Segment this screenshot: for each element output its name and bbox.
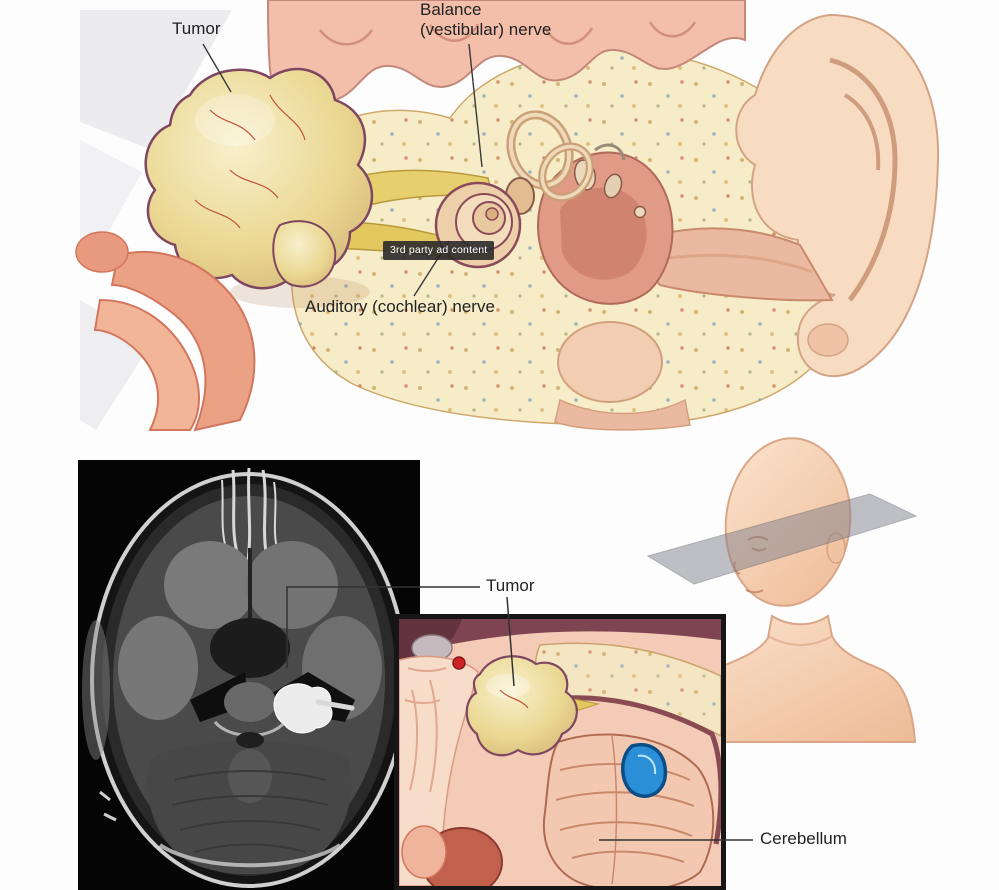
mri-tumor	[273, 683, 355, 734]
mri-scan	[78, 460, 420, 890]
inset-tumor	[465, 655, 578, 757]
leader-lines-bottom	[286, 586, 753, 841]
frontal-lobe-right	[246, 541, 338, 629]
gray-backdrop	[80, 10, 232, 430]
frontal-lobe-left	[164, 541, 256, 629]
outer-ear	[735, 13, 940, 378]
red-marker	[452, 656, 466, 670]
inset-panel	[394, 614, 726, 890]
incus-bone	[603, 173, 623, 199]
temporal-lobe-left	[118, 616, 198, 720]
axial-cut-plane	[646, 493, 918, 585]
pons	[224, 682, 276, 722]
tumor-vessels	[194, 94, 306, 229]
nasal-sinus	[221, 467, 278, 561]
label-tumor-top: Tumor	[172, 19, 221, 38]
label-balance-nerve: Balance (vestibular) nerve	[420, 0, 552, 39]
middle-ear	[537, 143, 674, 305]
sigmoid-sinus	[621, 743, 668, 798]
tentorium	[399, 619, 721, 660]
sphenoid-sinus	[210, 618, 290, 678]
ad-badge[interactable]: 3rd party ad content	[383, 241, 495, 260]
muscle-bands	[75, 231, 256, 432]
label-tumor-bottom: Tumor	[486, 576, 535, 595]
label-auditory-nerve: Auditory (cochlear) nerve	[305, 297, 495, 316]
stapes-bone	[633, 205, 647, 219]
tumor-shape	[144, 67, 374, 308]
jaw-condyle	[554, 321, 691, 431]
inset-cerebellum	[543, 733, 715, 886]
inset-border	[394, 614, 726, 890]
mri-cerebellum	[147, 732, 352, 875]
semicircular-canals	[505, 110, 594, 215]
label-cerebellum: Cerebellum	[760, 829, 847, 848]
top-ear-illustration	[75, 0, 940, 432]
